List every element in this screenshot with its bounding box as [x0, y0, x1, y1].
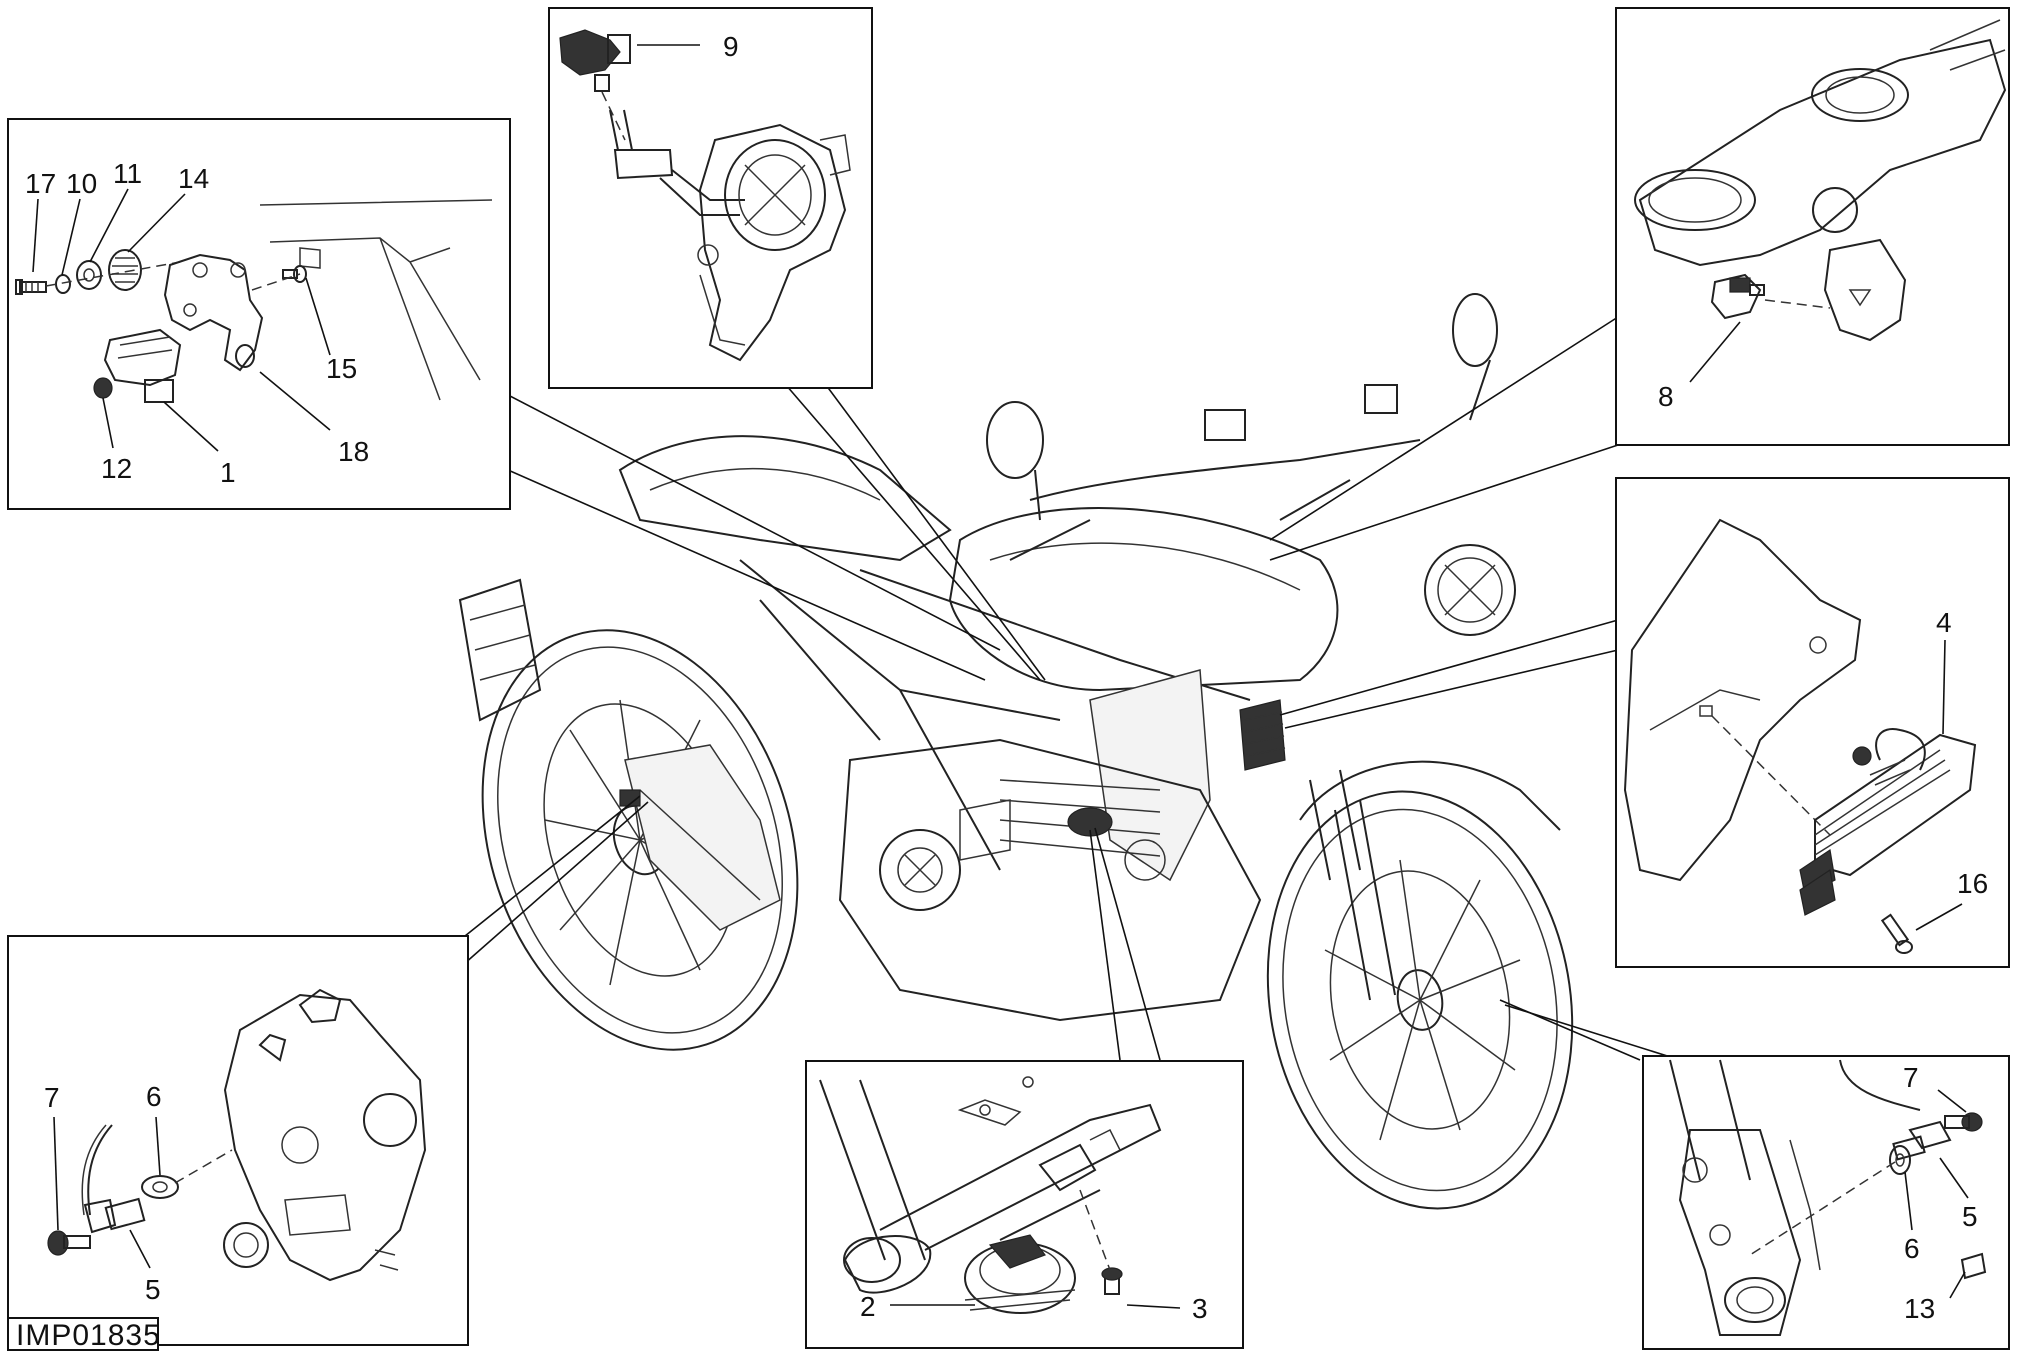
- inset-bottom-left: 7 6 5 IMP01835: [7, 935, 469, 1352]
- drawing-code: IMP01835: [16, 1319, 161, 1352]
- callout-10: 10: [66, 168, 97, 199]
- callout-17: 17: [25, 168, 56, 199]
- regulator-on-bike: [1239, 699, 1286, 771]
- rear-brake-caliper: [223, 988, 427, 1282]
- speed-sensor-1: [103, 328, 182, 403]
- inset-top-center: 9: [548, 7, 873, 389]
- voltage-regulator-4: [1799, 728, 1977, 916]
- bolt-3: [1101, 1267, 1123, 1295]
- inset-top-right: 8: [1615, 7, 2010, 446]
- callout-4: 4: [1936, 607, 1952, 638]
- inset-top-left: 17 10 11 14 15 18 12 1: [7, 118, 511, 510]
- speed-sensor-5-front: [1892, 1120, 1952, 1161]
- front-wheel: [1266, 790, 1574, 1210]
- callout-18: 18: [338, 436, 369, 467]
- callout-1: 1: [220, 457, 236, 488]
- callout-6-rear: 6: [146, 1081, 162, 1112]
- leader-lines: [459, 316, 1681, 1061]
- callout-5-rear: 5: [145, 1274, 161, 1305]
- inset-bottom-right: 7 5 6 13: [1642, 1055, 2010, 1350]
- throttle-body: [697, 123, 851, 362]
- bolt-16: [1880, 913, 1913, 954]
- callout-5-front: 5: [1962, 1201, 1978, 1232]
- callout-8: 8: [1658, 381, 1674, 412]
- callout-3: 3: [1192, 1293, 1208, 1324]
- callout-6-front: 6: [1904, 1233, 1920, 1264]
- callout-7-rear: 7: [44, 1082, 60, 1113]
- callout-16: 16: [1957, 868, 1988, 899]
- inset-middle-right: 4 16: [1615, 477, 2010, 968]
- front-fork-leg: [1669, 1059, 1821, 1336]
- bolt-7-front: [1944, 1112, 1983, 1132]
- callout-14: 14: [178, 163, 209, 194]
- callout-13: 13: [1904, 1293, 1935, 1324]
- rear-wheel: [481, 629, 799, 1051]
- bolt-17: [15, 279, 47, 295]
- callout-12: 12: [101, 453, 132, 484]
- sensor-9: [559, 29, 631, 92]
- callout-2: 2: [860, 1291, 876, 1322]
- sensor-8: [1710, 273, 1765, 320]
- speed-sensor-5-rear: [83, 1197, 146, 1234]
- bolt-7-rear: [47, 1230, 91, 1256]
- callout-7-front: 7: [1903, 1062, 1919, 1093]
- triple-clamp: [1634, 19, 2007, 342]
- nut-12: [93, 377, 113, 399]
- inset-bottom-center: 2 3: [805, 1060, 1244, 1349]
- clip-13: [1960, 1252, 1987, 1280]
- motorcycle-illustration: [458, 293, 1574, 1210]
- gear-14: [108, 249, 142, 291]
- callout-15: 15: [326, 353, 357, 384]
- callout-9: 9: [723, 31, 739, 62]
- callout-11: 11: [113, 158, 142, 189]
